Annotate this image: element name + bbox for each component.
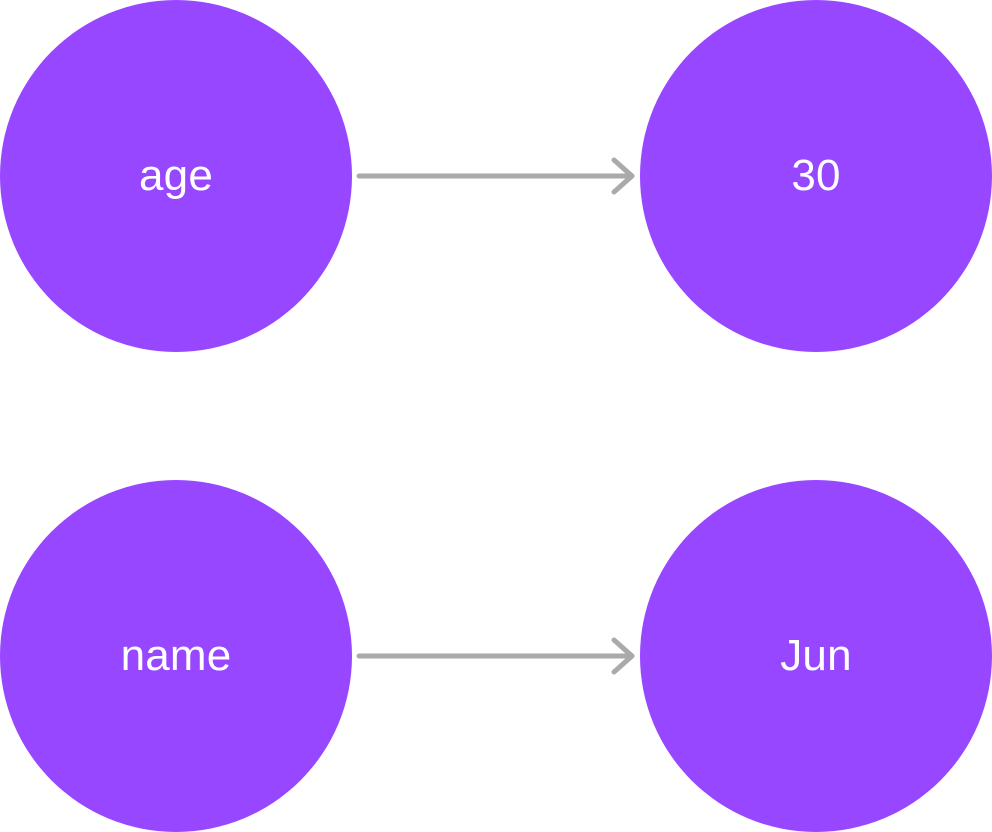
key-label: name: [120, 631, 232, 680]
key-node-age: age: [0, 0, 352, 352]
value-label: Jun: [780, 631, 852, 680]
key-node-name: name: [0, 480, 352, 832]
value-node-jun: Jun: [640, 480, 992, 832]
arrow-right-icon: [356, 157, 635, 195]
value-label: 30: [791, 151, 841, 200]
value-node-30: 30: [640, 0, 992, 352]
arrow-right-icon: [356, 637, 635, 675]
key-label: age: [138, 151, 213, 200]
